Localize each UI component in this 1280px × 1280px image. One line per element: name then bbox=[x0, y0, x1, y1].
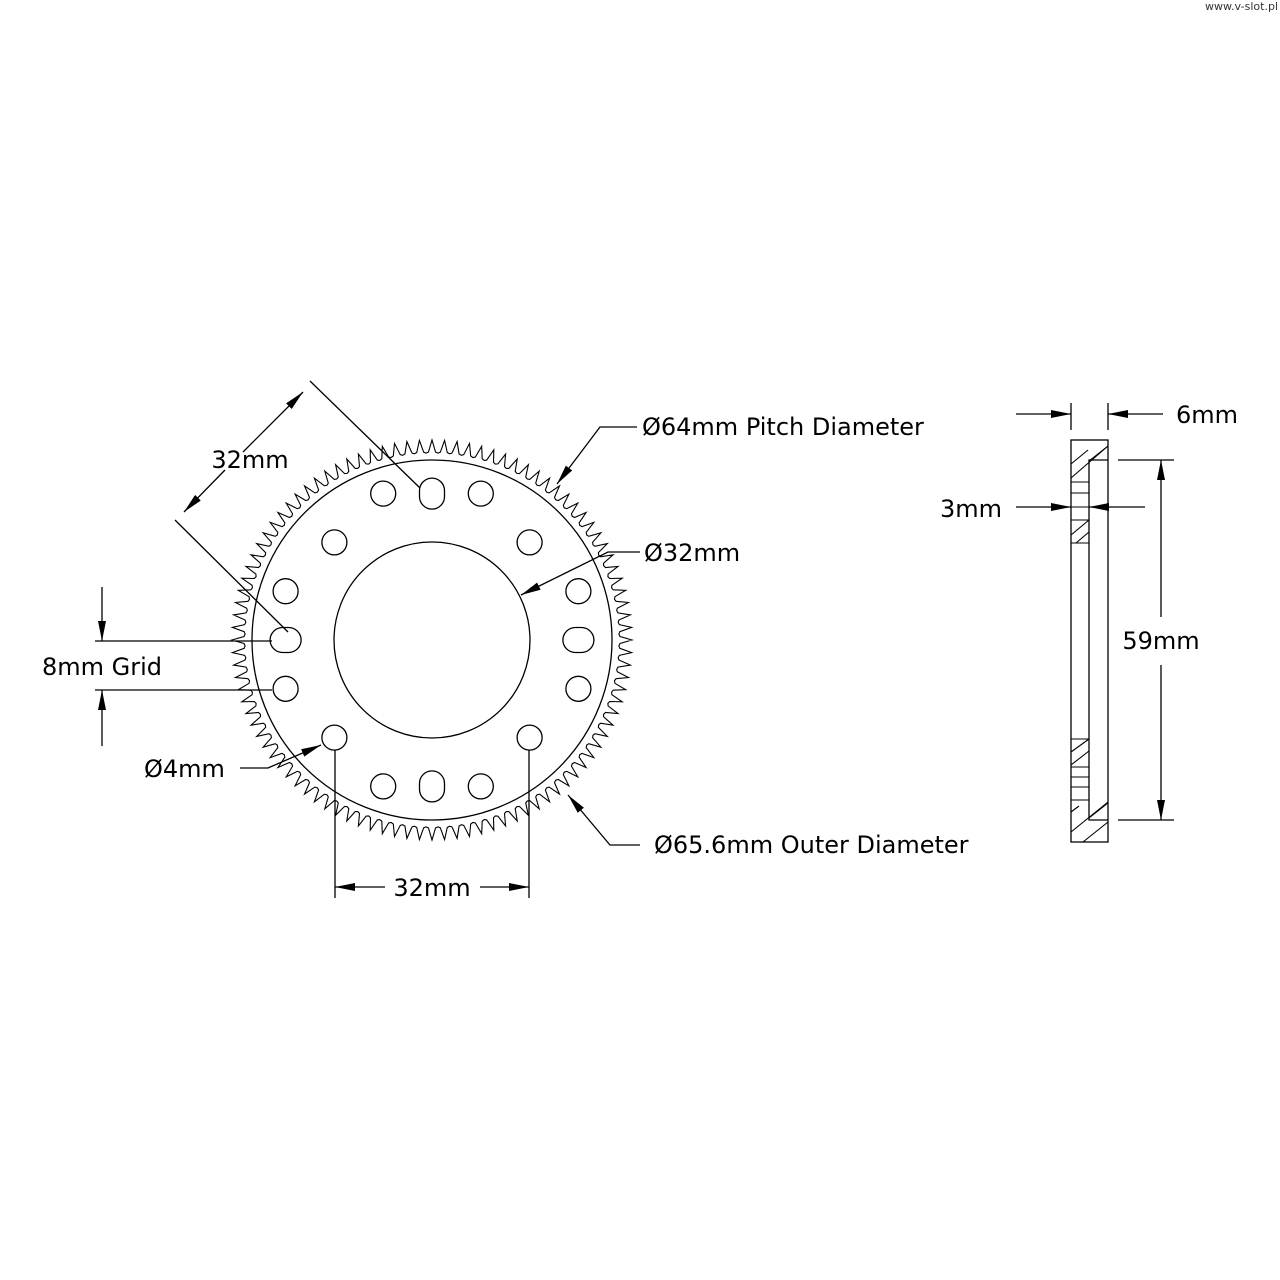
inner-diameter-label: 59mm bbox=[1122, 627, 1199, 655]
hole-diameter-label: Ø4mm bbox=[144, 755, 225, 783]
slot-hole bbox=[562, 626, 595, 654]
hole bbox=[565, 578, 592, 605]
step-label: 3mm bbox=[940, 495, 1002, 523]
dim-bore: Ø32mm bbox=[520, 539, 740, 596]
hole bbox=[565, 675, 592, 702]
watermark: www.v-slot.pl bbox=[1204, 0, 1278, 13]
hole bbox=[321, 529, 348, 556]
hole bbox=[467, 773, 494, 800]
mounting-holes bbox=[269, 477, 595, 803]
bore-diameter-label: Ø32mm bbox=[644, 539, 740, 567]
slot-hole bbox=[269, 626, 302, 654]
hole bbox=[516, 724, 543, 751]
dim-horizontal: 32mm bbox=[334, 750, 530, 902]
pitch-diameter-label: Ø64mm Pitch Diameter bbox=[642, 413, 924, 441]
slot-hole bbox=[418, 477, 446, 510]
gear-teeth bbox=[230, 438, 634, 842]
outer-diameter-label: Ø65.6mm Outer Diameter bbox=[654, 831, 969, 859]
bore-circle bbox=[333, 541, 531, 739]
hole bbox=[467, 480, 494, 507]
hole bbox=[272, 578, 299, 605]
hole bbox=[272, 675, 299, 702]
dim-inner-diameter: 59mm bbox=[1118, 459, 1200, 821]
dim-grid: 8mm Grid bbox=[42, 587, 272, 746]
ring-circle bbox=[251, 459, 613, 821]
gear-side-view bbox=[1070, 439, 1109, 843]
dim-hole: Ø4mm bbox=[144, 744, 322, 783]
thickness-label: 6mm bbox=[1176, 401, 1238, 429]
dim-step: 3mm bbox=[940, 495, 1145, 523]
dim-outer-diameter: Ø65.6mm Outer Diameter bbox=[567, 794, 969, 859]
dim-diagonal-label: 32mm bbox=[211, 446, 288, 474]
grid-label: 8mm Grid bbox=[42, 653, 162, 681]
hole bbox=[370, 480, 397, 507]
dim-diagonal: 32mm bbox=[174, 380, 421, 633]
slot-hole bbox=[418, 770, 446, 803]
dim-horizontal-label: 32mm bbox=[393, 874, 470, 902]
gear-front-view bbox=[230, 438, 634, 842]
hole bbox=[321, 724, 348, 751]
dim-pitch-diameter: Ø64mm Pitch Diameter bbox=[556, 413, 924, 485]
dim-thickness: 6mm bbox=[1016, 401, 1238, 430]
hole bbox=[370, 773, 397, 800]
hole bbox=[516, 529, 543, 556]
